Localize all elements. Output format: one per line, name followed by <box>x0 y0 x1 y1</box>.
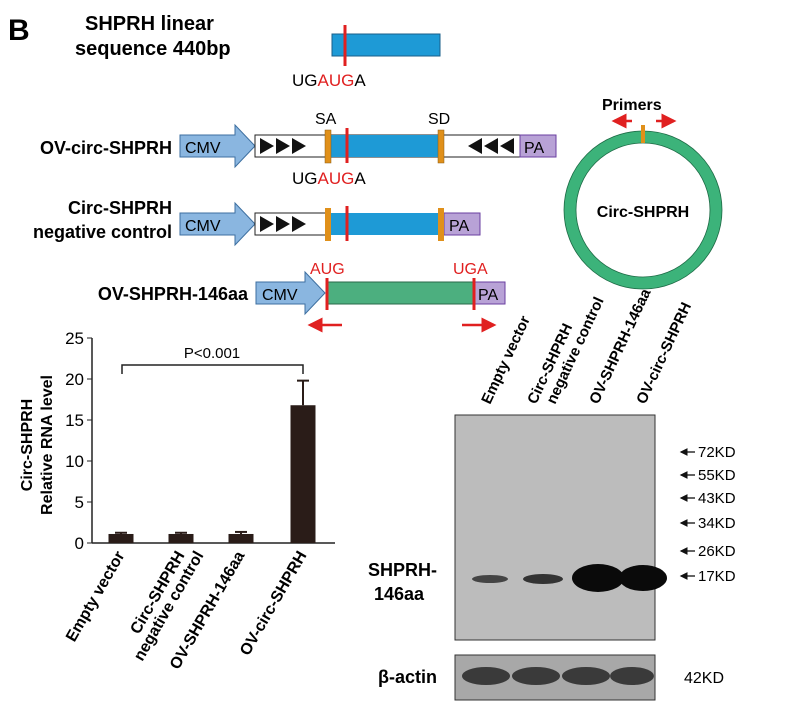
y-tick-label: 5 <box>75 493 84 512</box>
actin-band-4 <box>610 667 654 685</box>
linear-codon: UGAUGA <box>292 71 366 90</box>
stop-codon-label: UGA <box>453 261 488 278</box>
y-tick-label: 10 <box>65 452 84 471</box>
marker-label: 34KD <box>698 515 736 532</box>
construct-name-2: negative control <box>33 222 172 242</box>
orf-bar <box>326 281 476 305</box>
codon-label: UGAUGA <box>292 169 366 188</box>
panel-label: B <box>8 14 30 47</box>
actin-band-3 <box>562 667 610 685</box>
cmv-promoter-icon <box>179 123 256 169</box>
western-blot: Empty vector Circ-SHPRH negative control… <box>368 286 736 701</box>
band-lane-2 <box>523 574 563 584</box>
cmv-label: CMV <box>185 218 221 235</box>
p-value-annotation: P<0.001 <box>184 345 240 362</box>
band-lane-3 <box>572 564 624 592</box>
marker-label: 55KD <box>698 467 736 484</box>
construct-negative-control: Circ-SHPRH negative control CMV PA <box>33 198 481 247</box>
protein-label-1: SHPRH- <box>368 560 437 580</box>
construct-name: OV-SHPRH-146aa <box>98 284 249 304</box>
pa-label: PA <box>478 287 498 304</box>
intron-arrows-icon <box>260 216 306 232</box>
pa-label: PA <box>524 140 544 157</box>
junction-marker <box>641 125 645 143</box>
sa-site <box>324 129 332 164</box>
y-tick-label: 0 <box>75 534 84 553</box>
start-codon-label: AUG <box>310 261 345 278</box>
x-tick-label: Empty vector <box>63 549 128 645</box>
cmv-label: CMV <box>185 140 221 157</box>
pa-label: PA <box>449 218 469 235</box>
significance-bracket <box>121 364 304 374</box>
exon-bar <box>328 135 440 157</box>
linear-exon-bar <box>331 33 441 57</box>
cmv-promoter-icon <box>255 270 326 316</box>
protein-label-2: 146aa <box>374 584 425 604</box>
bar <box>290 405 316 543</box>
y-tick-label: 15 <box>65 411 84 430</box>
linear-title-2: sequence 440bp <box>75 38 231 60</box>
actin-band-2 <box>512 667 560 685</box>
circle-label: Circ-SHPRH <box>597 204 689 221</box>
intron-arrows-reverse-icon <box>468 138 514 154</box>
marker-label: 43KD <box>698 490 736 507</box>
rna-level-bar-chart: Circ-SHPRH Relative RNA level P<0.001 0 5… <box>19 329 335 673</box>
sd-site <box>437 129 445 164</box>
cmv-label: CMV <box>262 287 298 304</box>
construct-ov-circ-shprh: OV-circ-SHPRH CMV PA SA SD UGAUGA <box>40 111 557 188</box>
sd-label: SD <box>428 111 450 128</box>
bar <box>228 533 254 543</box>
actin-band-1 <box>462 667 510 685</box>
exon-bar <box>328 213 440 235</box>
cmv-promoter-icon <box>179 201 256 247</box>
sa-label: SA <box>315 111 337 128</box>
linear-title-1: SHPRH linear <box>85 13 214 35</box>
y-axis-label-1: Circ-SHPRH <box>19 399 36 491</box>
intron-arrows-icon <box>260 138 306 154</box>
marker-label: 26KD <box>698 543 736 560</box>
loading-size-label: 42KD <box>684 670 724 687</box>
x-tick-label: OV-circ-SHPRH <box>237 549 310 659</box>
blot-membrane <box>454 414 656 641</box>
circ-shprh-diagram: Primers Circ-SHPRH <box>563 97 723 290</box>
marker-label: 72KD <box>698 444 736 461</box>
y-tick-label: 25 <box>65 329 84 348</box>
y-axis-label-2: Relative RNA level <box>39 375 56 515</box>
pa-box <box>519 134 557 158</box>
y-tick-label: 20 <box>65 370 84 389</box>
bar <box>168 533 194 543</box>
lane-label-1: Empty vector <box>478 313 534 406</box>
construct-name-1: Circ-SHPRH <box>68 198 172 218</box>
construct-name: OV-circ-SHPRH <box>40 138 172 158</box>
marker-label: 17KD <box>698 568 736 585</box>
band-lane-1 <box>472 575 508 583</box>
loading-control-label: β-actin <box>378 667 437 687</box>
bar <box>108 533 134 543</box>
construct-ov-shprh-146aa: OV-SHPRH-146aa CMV PA AUG UGA <box>98 261 506 333</box>
band-lane-4 <box>619 565 667 591</box>
linear-sequence: SHPRH linear sequence 440bp UGAUGA <box>75 13 441 90</box>
primers-label: Primers <box>602 97 662 114</box>
